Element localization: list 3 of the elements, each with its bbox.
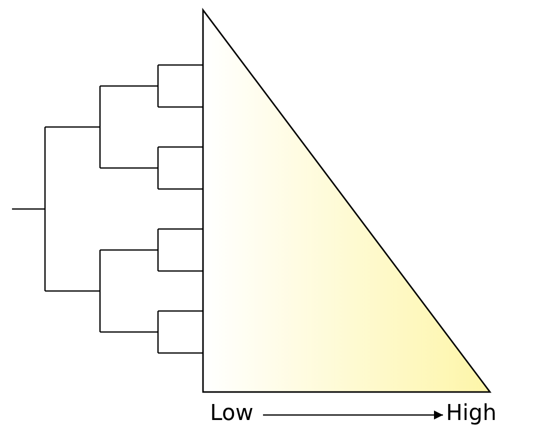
axis-label: High	[446, 401, 497, 427]
axis-label: Low	[210, 401, 254, 427]
arrow	[263, 410, 443, 420]
